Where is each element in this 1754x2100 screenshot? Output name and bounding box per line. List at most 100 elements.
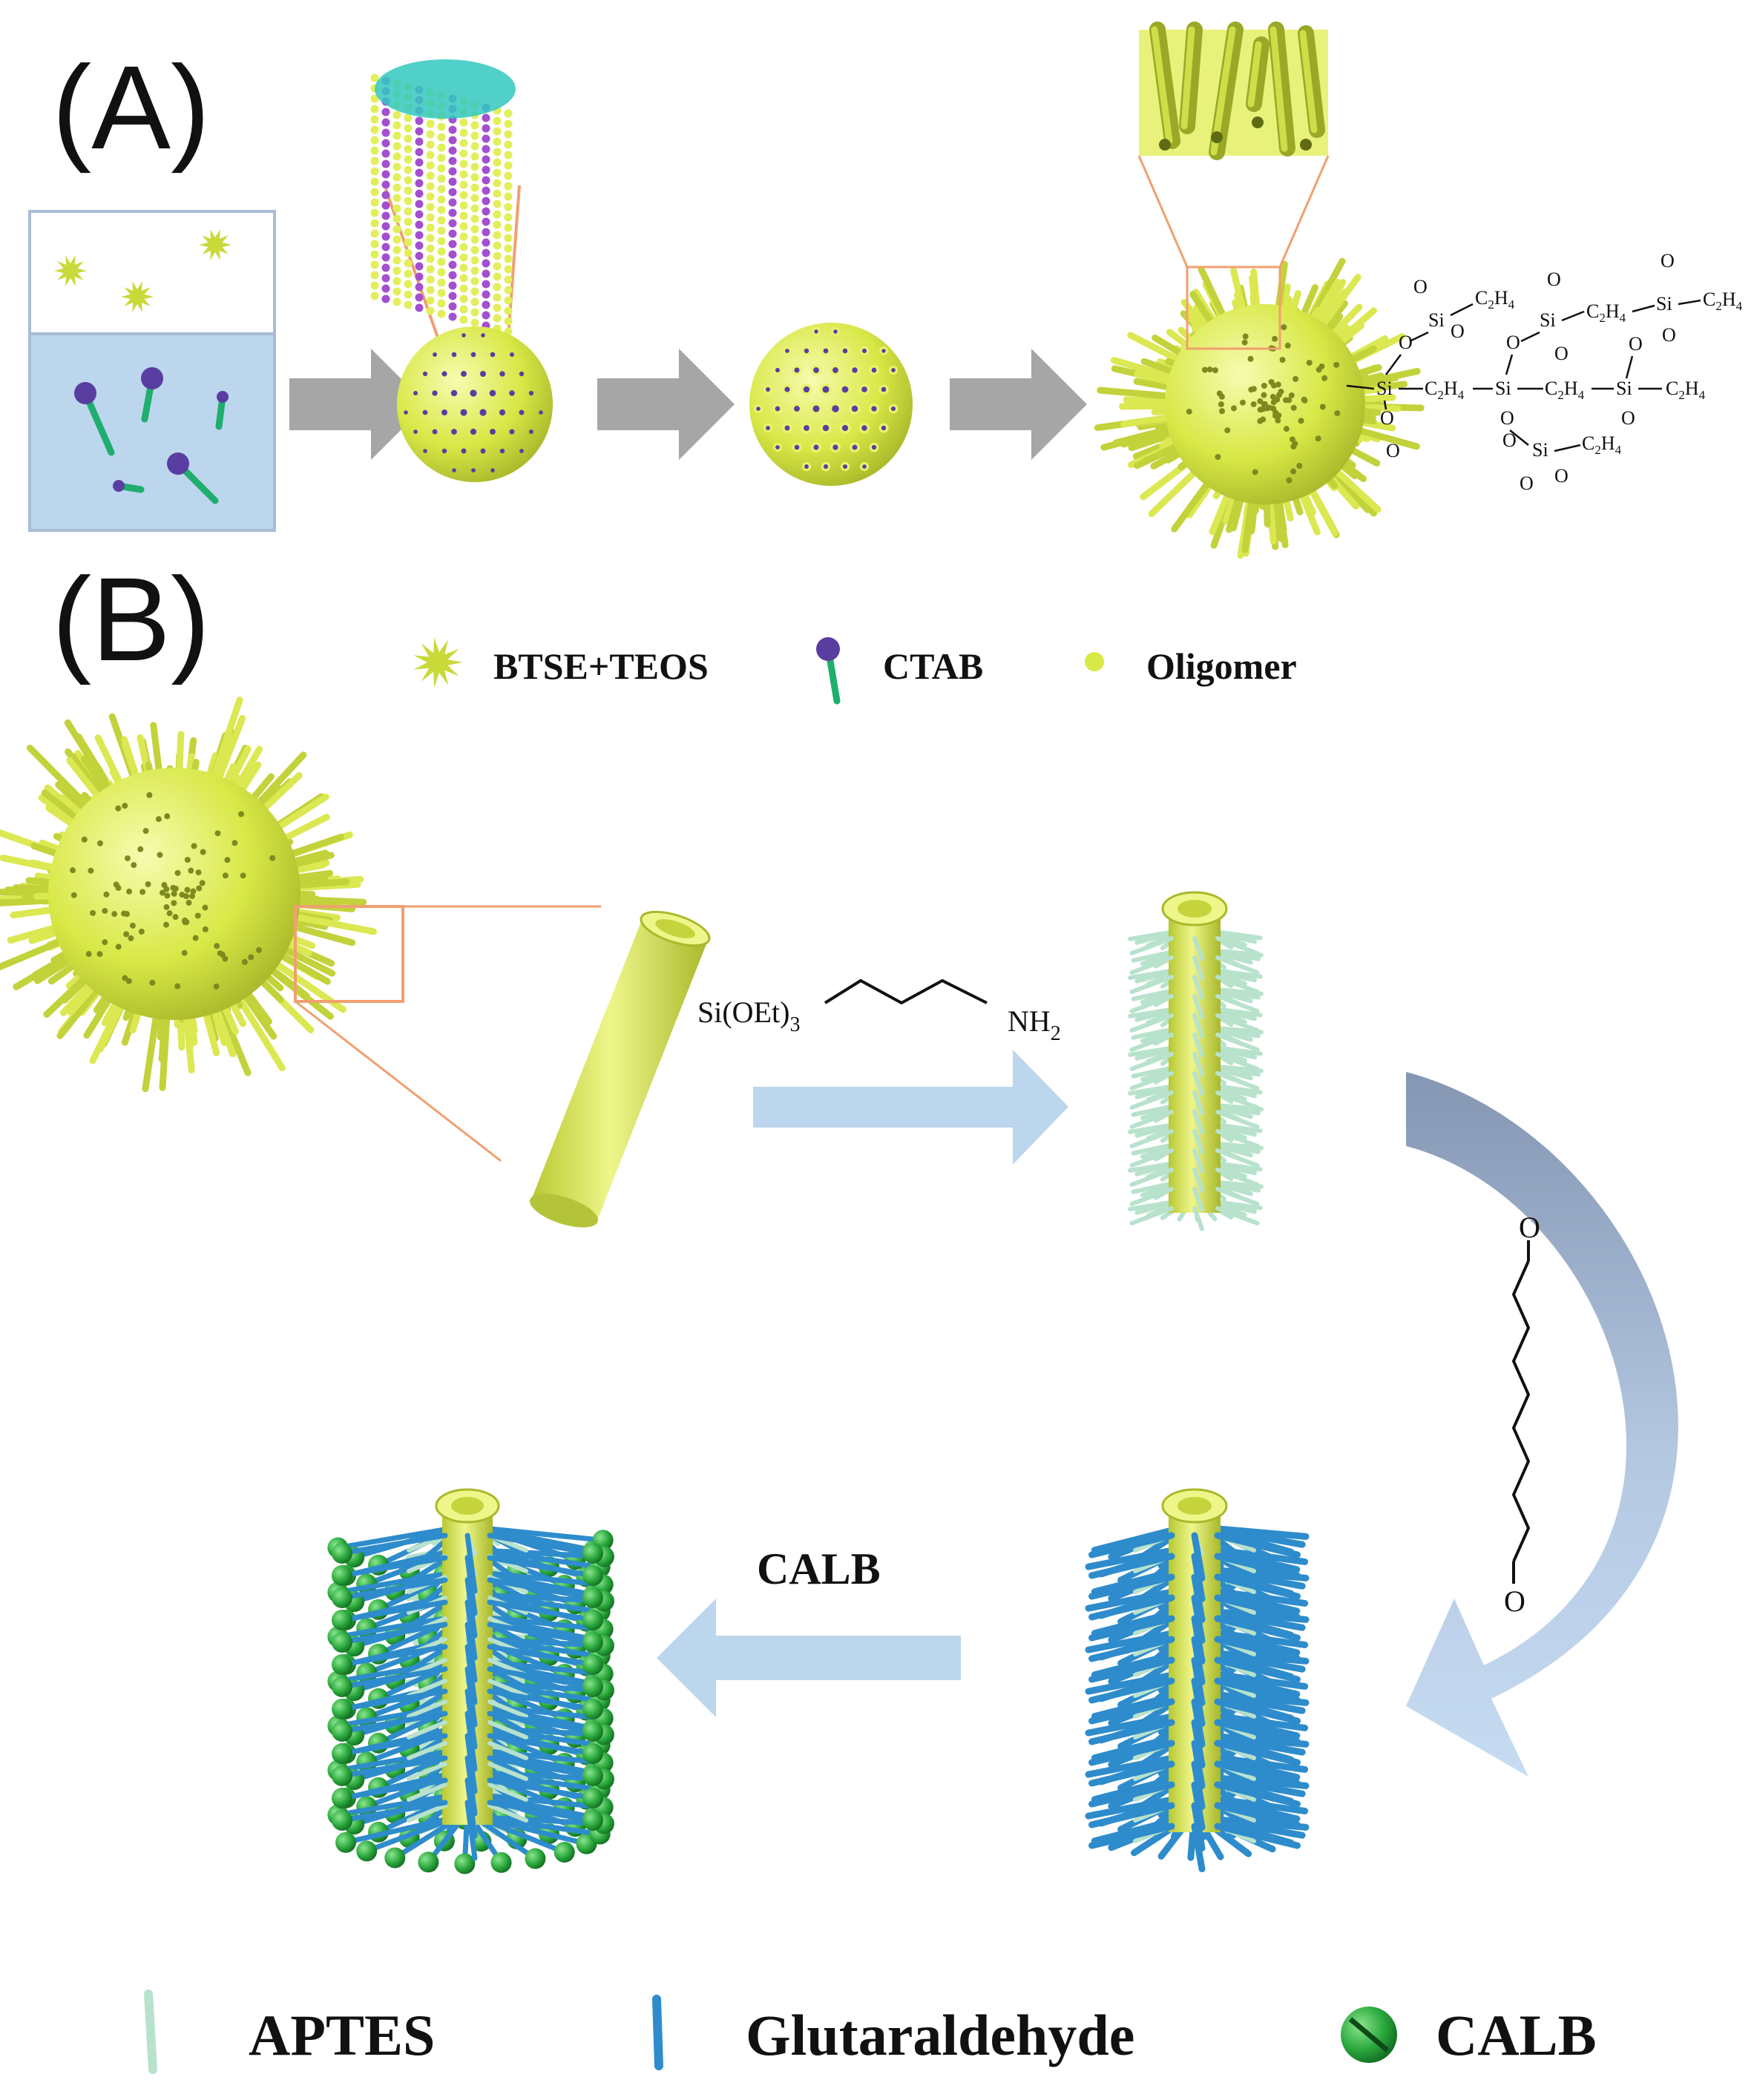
pore-dot <box>1241 339 1248 346</box>
oligomer-bead <box>482 290 490 299</box>
glutaraldehyde-rod <box>464 1555 478 1616</box>
micelle-core-top <box>375 59 516 119</box>
o-atom: O <box>1554 343 1569 364</box>
oligomer-bead <box>381 108 390 116</box>
oligomer-bead <box>370 188 379 197</box>
pore-dot <box>1242 333 1249 340</box>
oligomer-bead <box>392 131 401 140</box>
pore-dot <box>171 890 177 897</box>
ctab-micelle-dot <box>794 367 800 373</box>
oligomer-bead <box>448 292 457 300</box>
pore-dot <box>181 949 188 956</box>
oligomer-bead <box>381 139 390 148</box>
calb-enzyme <box>582 1543 603 1564</box>
glutaraldehyde-rod <box>1191 1823 1206 1872</box>
c2h4-label: C2H4 <box>1582 432 1622 457</box>
oligomer-bead <box>370 219 379 228</box>
pore-dot <box>1289 436 1295 443</box>
oligomer-bead <box>504 119 513 128</box>
ctab-micelle-dot <box>784 425 790 431</box>
oligomer-bead <box>470 152 479 161</box>
glutaraldehyde-rod <box>339 1666 448 1690</box>
oligomer-bead <box>381 118 390 127</box>
calb-enzyme <box>384 1847 406 1869</box>
calb-enzyme <box>582 1699 603 1719</box>
ctab-micelle-dot <box>881 349 886 353</box>
glutaraldehyde-rod <box>1088 1781 1175 1808</box>
burst-icon <box>413 637 463 688</box>
aptes-rod <box>1129 1013 1174 1033</box>
oligomer-bead <box>482 269 490 278</box>
pore-dot <box>145 881 151 888</box>
aptes-rod <box>487 1679 528 1698</box>
nanotube-spike <box>1298 492 1321 536</box>
oligomer-bead <box>470 235 479 244</box>
oligomer-bead <box>437 154 446 162</box>
pore-dot <box>1186 408 1192 415</box>
oligomer-bead <box>415 116 424 125</box>
aptes-rod <box>1215 955 1260 975</box>
glutaraldehyde-rod <box>464 1755 478 1817</box>
pore-dot <box>1316 366 1322 373</box>
ctab-head <box>141 367 163 389</box>
zoom-box <box>1186 266 1281 350</box>
oligomer-bead <box>459 232 468 241</box>
oligomer-bead <box>437 247 446 256</box>
oligomer-bead <box>470 308 479 317</box>
ctab-head <box>167 452 189 475</box>
pore-dot <box>1275 381 1281 388</box>
oligomer-bead <box>370 115 379 124</box>
oligomer-bead <box>470 194 479 203</box>
glutaraldehyde-rod <box>464 1622 478 1683</box>
calb-enzyme <box>582 1565 603 1586</box>
oligomer-bead <box>504 140 513 149</box>
bond <box>1520 331 1540 343</box>
oligomer-bead <box>370 157 379 165</box>
pore-dot <box>1301 397 1308 404</box>
ctab-head <box>113 480 125 492</box>
nanotube-spike <box>252 751 307 810</box>
glutaraldehyde-rod <box>1088 1656 1175 1683</box>
oligomer-bead <box>370 94 379 103</box>
glutaraldehyde-rod <box>1088 1532 1175 1558</box>
o-atom: O <box>1506 332 1520 353</box>
oligomer-bead <box>437 174 446 183</box>
calb-reagent-label: CALB <box>757 1544 881 1593</box>
legend-label-oligomer: Oligomer <box>1146 645 1297 687</box>
pore-dot <box>1261 401 1268 407</box>
aptes-rod <box>1215 1168 1260 1187</box>
pore-dot <box>1272 335 1278 342</box>
glutaraldehyde-rod <box>487 1800 596 1823</box>
c2h4-label: C2H4 <box>1586 300 1626 325</box>
oligomer-bead <box>381 222 390 231</box>
glutaraldehyde-rod <box>1191 1802 1206 1852</box>
oligomer-bead <box>404 113 413 122</box>
oligomer-bead <box>470 121 479 130</box>
bond <box>1678 299 1701 306</box>
ctab-micelle-dot <box>756 406 761 411</box>
pore-dot <box>190 888 197 895</box>
pore-dot <box>202 926 208 932</box>
pore-dot <box>115 944 122 950</box>
nanotube-spike <box>1248 498 1258 535</box>
surfactant-icon-tail <box>826 653 841 705</box>
oligomer-bead <box>415 179 424 188</box>
aptes-rod <box>487 1803 528 1823</box>
glutaraldehyde-rod <box>1214 1677 1301 1704</box>
arrow-1 <box>289 349 427 460</box>
bond <box>1383 400 1387 410</box>
oligomer-bead <box>470 246 479 254</box>
aptes-rod <box>487 1783 528 1802</box>
aptes-rod <box>1192 1187 1204 1212</box>
ctab-micelle-dot <box>812 405 820 412</box>
ctab-micelle-dot <box>871 444 877 450</box>
glutaraldehyde-rod <box>464 1711 478 1772</box>
oligomer-bead <box>470 142 479 151</box>
o-atom: O <box>1413 276 1428 297</box>
pore-dot <box>124 911 131 918</box>
ctab-micelle-dot <box>804 464 809 469</box>
pore-dot <box>70 867 76 874</box>
aptes-rod <box>1215 1206 1260 1225</box>
ctab-micelle-dot <box>881 425 887 431</box>
